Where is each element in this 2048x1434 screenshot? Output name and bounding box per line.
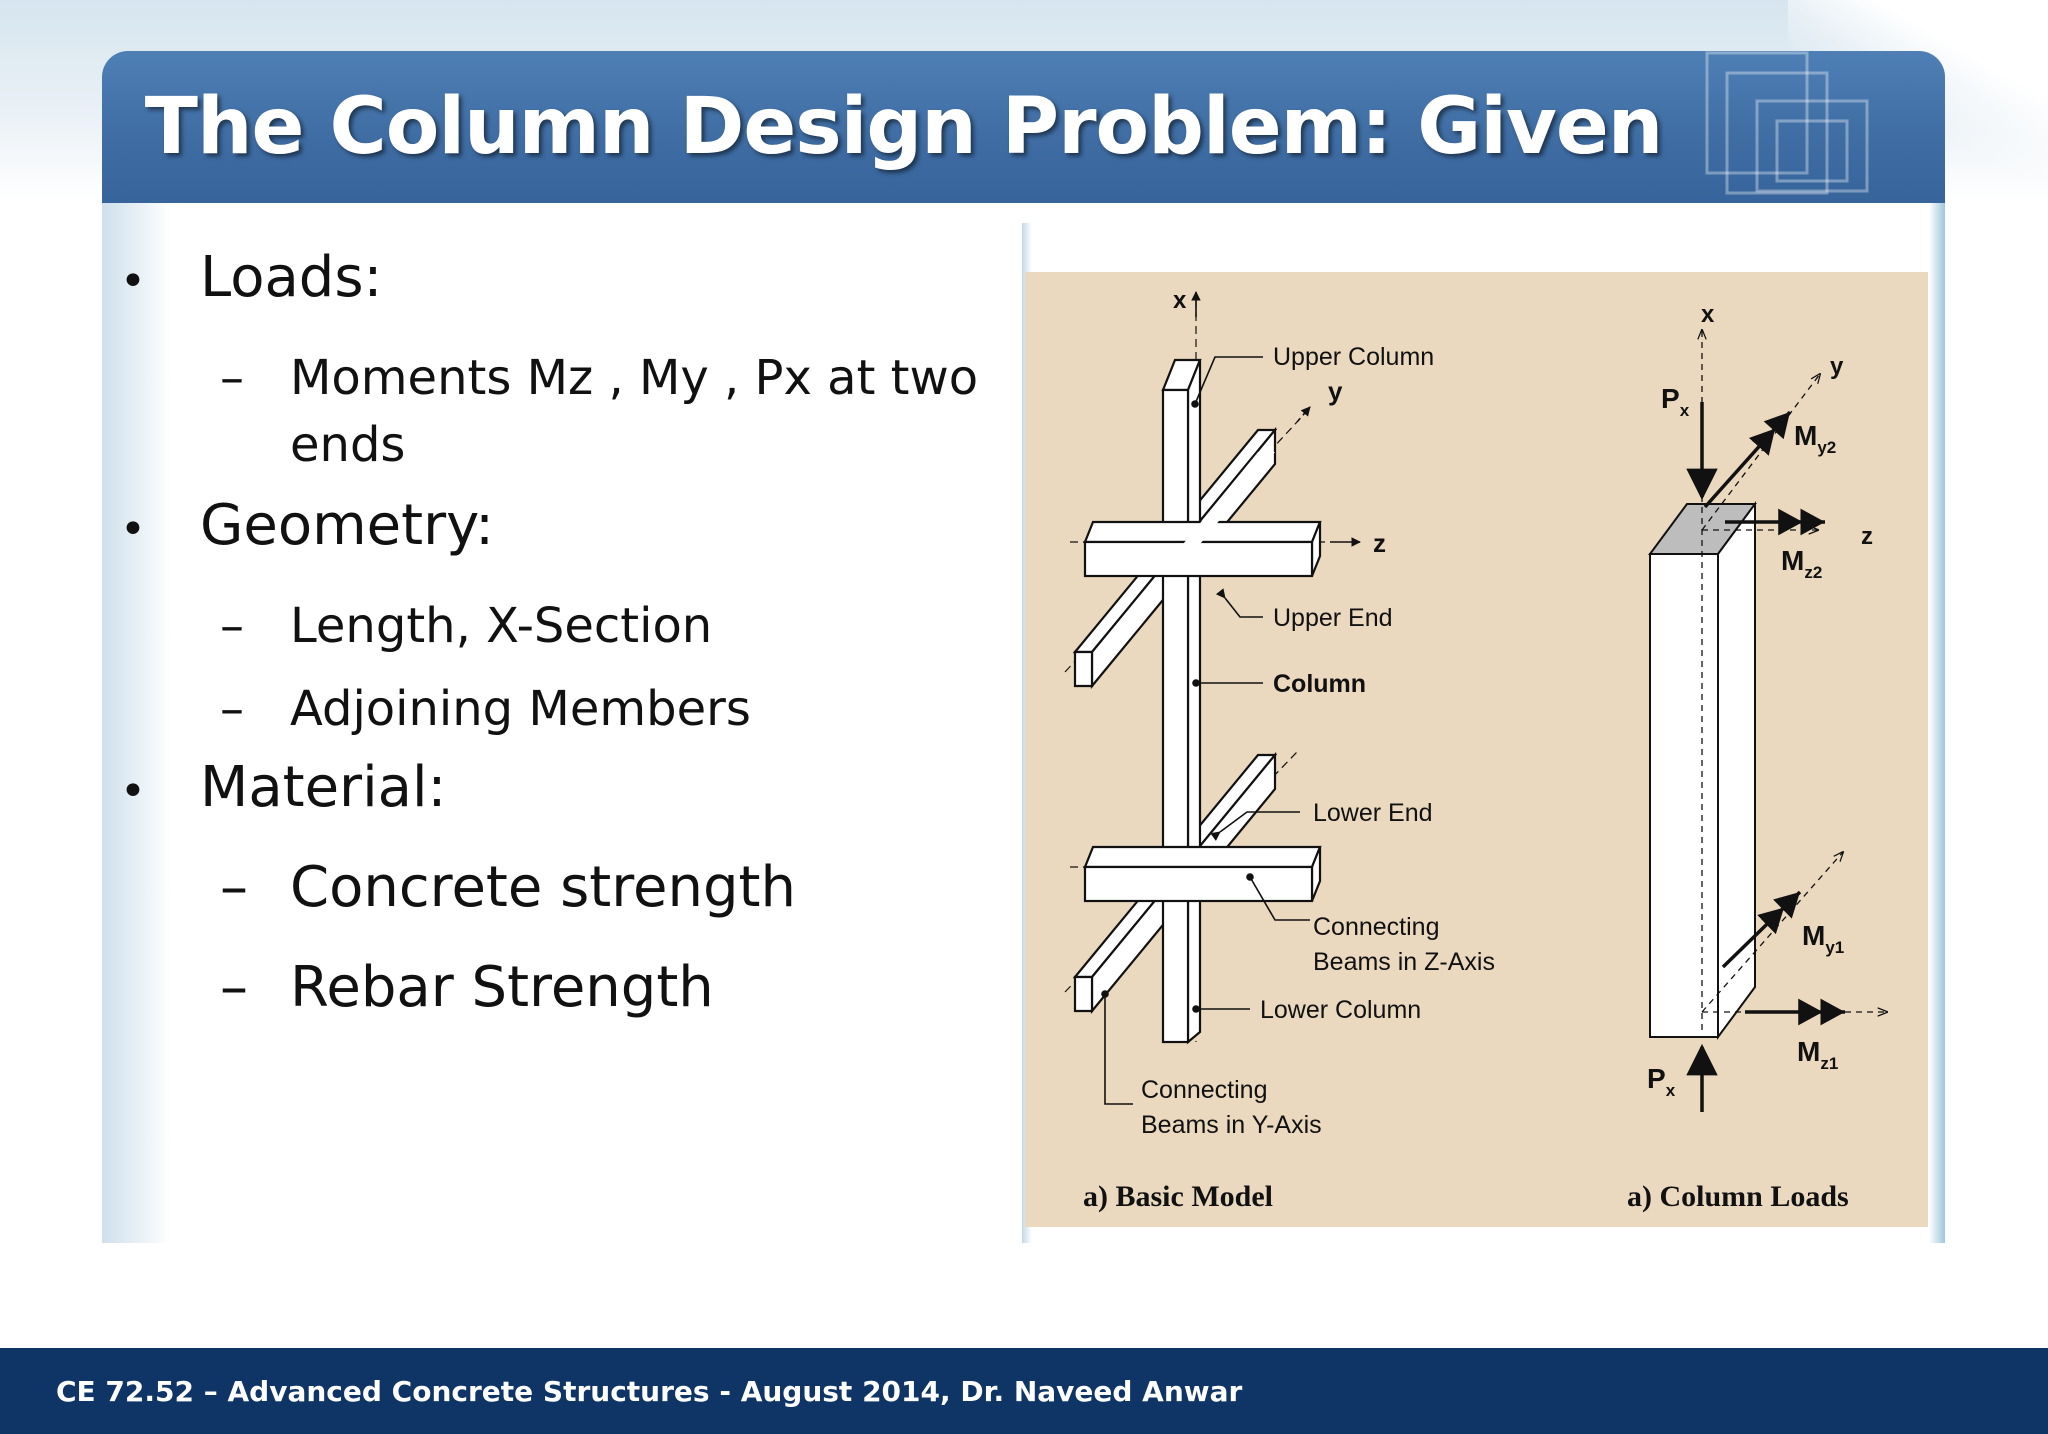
label-connecting-z-2: Beams in Z-Axis bbox=[1313, 948, 1495, 976]
bullet-icon: • bbox=[120, 766, 146, 817]
basic-model bbox=[1064, 300, 1330, 1045]
svg-text:Mz1: Mz1 bbox=[1797, 1036, 1838, 1073]
slide-title: The Column Design Problem: Given bbox=[144, 82, 1664, 172]
label-connecting-y-1: Connecting bbox=[1141, 1076, 1267, 1104]
sub-bullet: – Concrete strength bbox=[220, 855, 796, 920]
sub-bullet-label: Rebar Strength bbox=[290, 955, 714, 1020]
leader-lines bbox=[1101, 356, 1310, 1105]
basic-axes bbox=[1191, 291, 1361, 547]
title-bar: The Column Design Problem: Given bbox=[102, 51, 1945, 203]
axis-x-label: x bbox=[1173, 287, 1187, 314]
dash-icon: – bbox=[220, 955, 248, 1020]
sub-bullet-label: Length, X-Section bbox=[290, 598, 713, 654]
label-lower-end: Lower End bbox=[1313, 799, 1433, 827]
sub-bullet-label: ends bbox=[290, 417, 406, 473]
label-upper-end: Upper End bbox=[1273, 604, 1393, 632]
bullet-label: Geometry: bbox=[200, 493, 495, 558]
svg-text:Px: Px bbox=[1661, 383, 1690, 420]
footer-bar: CE 72.52 – Advanced Concrete Structures … bbox=[0, 1348, 2048, 1434]
label-column: Column bbox=[1273, 670, 1366, 698]
svg-text:Mz2: Mz2 bbox=[1781, 545, 1822, 582]
sub-bullet: – Adjoining Members bbox=[220, 681, 751, 737]
sub-bullet: – Rebar Strength bbox=[220, 955, 714, 1020]
loads-axis-z-label: z bbox=[1861, 523, 1873, 550]
load-labels: Px My2 Mz2 My1 Mz1 Px bbox=[1647, 383, 1844, 1100]
sub-bullet-label: Moments Mz , My , Px at two bbox=[290, 350, 979, 406]
loads-axis-y-label: y bbox=[1830, 353, 1844, 380]
column-loads bbox=[1648, 500, 1757, 1041]
dash-icon: – bbox=[220, 855, 248, 920]
logo-icon bbox=[1705, 51, 1869, 195]
footer-text: CE 72.52 – Advanced Concrete Structures … bbox=[56, 1374, 1243, 1408]
bullet-label: Material: bbox=[200, 755, 447, 820]
svg-text:My1: My1 bbox=[1802, 920, 1844, 957]
bullet-icon: • bbox=[120, 504, 146, 555]
axis-y-label: y bbox=[1328, 376, 1343, 406]
sub-bullet-label: Adjoining Members bbox=[290, 681, 751, 737]
sub-bullet: – Length, X-Section bbox=[220, 598, 712, 654]
bullet-label: Loads: bbox=[200, 245, 383, 310]
label-upper-column: Upper Column bbox=[1273, 343, 1434, 371]
frame-edge bbox=[1929, 203, 1945, 1243]
column-diagram: x y z Upper Column Upper End Column Lowe… bbox=[1025, 272, 1928, 1227]
bullet-geometry: • Geometry: bbox=[120, 493, 494, 558]
svg-text:My2: My2 bbox=[1794, 420, 1836, 457]
sub-bullet-label: Concrete strength bbox=[290, 855, 796, 920]
label-connecting-y-2: Beams in Y-Axis bbox=[1141, 1111, 1322, 1139]
loads-axis-x-label: x bbox=[1701, 301, 1715, 328]
label-lower-column: Lower Column bbox=[1260, 996, 1421, 1024]
dash-icon: – bbox=[220, 350, 244, 406]
dash-icon: – bbox=[220, 598, 244, 654]
dash-icon: – bbox=[220, 681, 244, 737]
caption-basic-model: a) Basic Model bbox=[1083, 1180, 1273, 1213]
sub-bullet-continuation: ends bbox=[220, 417, 405, 473]
bullet-icon: • bbox=[120, 256, 146, 307]
caption-column-loads: a) Column Loads bbox=[1627, 1180, 1849, 1213]
load-arrows bbox=[1686, 402, 1845, 1112]
label-connecting-z-1: Connecting bbox=[1313, 913, 1439, 941]
sub-bullet: – Moments Mz , My , Px at two bbox=[220, 350, 978, 406]
svg-text:Px: Px bbox=[1647, 1063, 1676, 1100]
bullet-loads: • Loads: bbox=[120, 245, 382, 310]
axis-z-label: z bbox=[1373, 528, 1386, 558]
bullet-material: • Material: bbox=[120, 755, 446, 820]
